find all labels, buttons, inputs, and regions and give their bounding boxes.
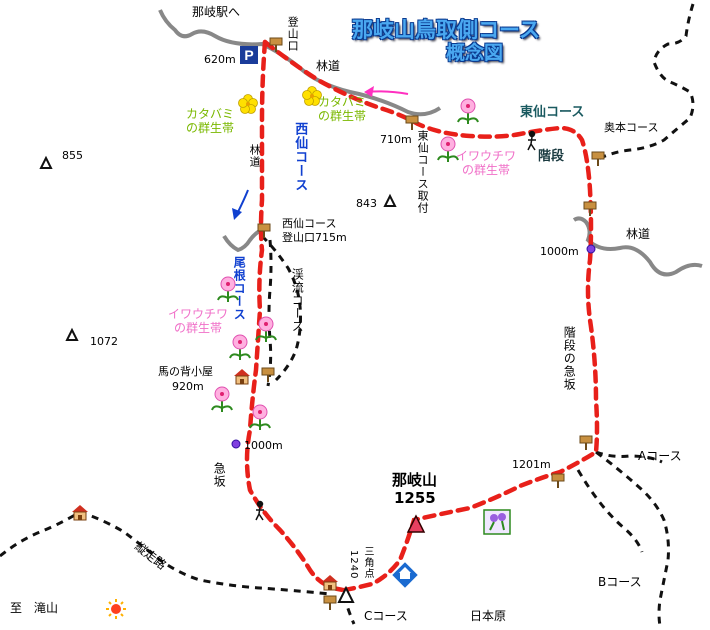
label-keiryu-course: 渓流コース — [290, 268, 305, 333]
label-peak-855: 855 — [62, 149, 83, 162]
label-katabami-left: カタバミ の群生帯 — [186, 107, 235, 135]
label-kaidan-kyuhan: 階段の急坂 — [562, 326, 577, 391]
signpost-icon — [405, 115, 419, 131]
label-higashi-course: 東仙コース — [520, 105, 585, 120]
label-sankakuten-elev: 1240 — [348, 550, 359, 580]
label-sankakuten: 三角点 — [362, 546, 373, 579]
jusouro-trail — [0, 510, 331, 596]
signpost-icon — [583, 201, 597, 217]
signpost-icon — [261, 367, 275, 383]
black-trails — [0, 3, 695, 627]
label-iwauchiwa-upper: イワウチワ の群生帯 — [456, 149, 517, 177]
summit-triangle-icon — [406, 514, 426, 533]
flower-icon — [457, 98, 479, 125]
label-nishi-course: 西仙コース — [292, 122, 308, 192]
label-nishi-tozanguchi-elev: 登山口715m — [282, 231, 347, 244]
okumoto-trail — [595, 3, 695, 162]
label-elev-1000-left: 1000m — [244, 439, 283, 452]
flower-icon — [437, 136, 459, 163]
label-higashi-toritsuki: 東仙コース取付 — [416, 130, 430, 214]
a-course-trail — [595, 450, 670, 627]
label-peak-843: 843 — [356, 197, 377, 210]
map-subtitle: 概念図 — [446, 42, 504, 64]
nishi-route — [244, 39, 347, 593]
peak-triangle-icon — [65, 327, 79, 341]
label-elev-1201: 1201m — [512, 458, 551, 471]
higashi-route — [262, 39, 600, 593]
triangulation-icon — [337, 585, 355, 603]
road-right — [572, 216, 703, 277]
label-kaidan-upper: 階段 — [538, 149, 565, 164]
hiker-icon — [527, 130, 536, 151]
signpost-icon — [591, 151, 605, 167]
label-a-course: Aコース — [638, 449, 682, 463]
flower-icon — [229, 334, 251, 361]
waypoint-marker — [586, 244, 596, 254]
signpost-icon — [579, 435, 593, 451]
label-nagisan-elev: 1255 — [394, 489, 436, 507]
label-kyuhan: 急坂 — [212, 462, 227, 488]
road-left — [222, 228, 263, 253]
label-elev-710: 710m — [380, 133, 412, 146]
label-umanose-hut: 馬の背小屋 — [158, 365, 213, 378]
peak-triangle-icon — [383, 193, 397, 207]
label-rindo-left: 林道 — [248, 144, 262, 168]
svg-text:P: P — [244, 47, 253, 63]
label-rindo-top: 林道 — [316, 59, 341, 73]
label-tozanguchi: 登山口 — [286, 16, 300, 52]
shelter-icon — [392, 562, 418, 588]
label-umanose-hut-elev: 920m — [172, 380, 204, 393]
label-to-takiyama: 至 滝山 — [10, 601, 59, 615]
label-iwauchiwa-left: イワウチワ の群生帯 — [168, 307, 229, 335]
hut-icon — [233, 368, 251, 385]
label-nishi-tozanguchi: 西仙コース — [282, 217, 337, 230]
peak-triangle-icon — [39, 155, 53, 169]
label-c-course: Cコース — [364, 609, 408, 623]
label-katabami-right: カタバミ の群生帯 — [318, 95, 367, 123]
hiker-icon — [255, 500, 264, 521]
flower-icon — [211, 386, 233, 413]
label-elev-1000-right: 1000m — [540, 245, 579, 258]
sun-icon — [106, 599, 126, 619]
viewpoint-icon — [483, 509, 511, 535]
label-nagisan-name: 那岐山 — [392, 471, 438, 489]
hut-icon — [71, 504, 89, 521]
label-rindo-right: 林道 — [626, 227, 651, 241]
label-okumoto-course: 奥本コース — [604, 121, 659, 134]
flower-icon — [238, 94, 258, 114]
label-nagi-station: 那岐駅へ — [192, 5, 241, 19]
waypoint-marker — [231, 439, 241, 449]
keiryu-trail-east — [260, 234, 302, 382]
main-route — [244, 39, 600, 593]
label-nihonbara: 日本原 — [470, 609, 507, 623]
a-course-spur — [595, 450, 663, 464]
b-course-trail — [576, 469, 644, 553]
road-top — [158, 9, 442, 117]
signpost-icon — [323, 595, 337, 611]
hut-icon — [321, 574, 339, 591]
map-title: 那岐山鳥取側コース — [352, 18, 540, 42]
label-one-course: 尾根コース — [232, 256, 247, 321]
label-elev-620: 620m — [204, 53, 236, 66]
label-peak-1072: 1072 — [90, 335, 118, 348]
keiryu-trail-west — [266, 239, 273, 387]
signpost-icon — [551, 473, 565, 489]
label-b-course: Bコース — [598, 575, 642, 589]
parking-icon: P — [240, 46, 258, 64]
